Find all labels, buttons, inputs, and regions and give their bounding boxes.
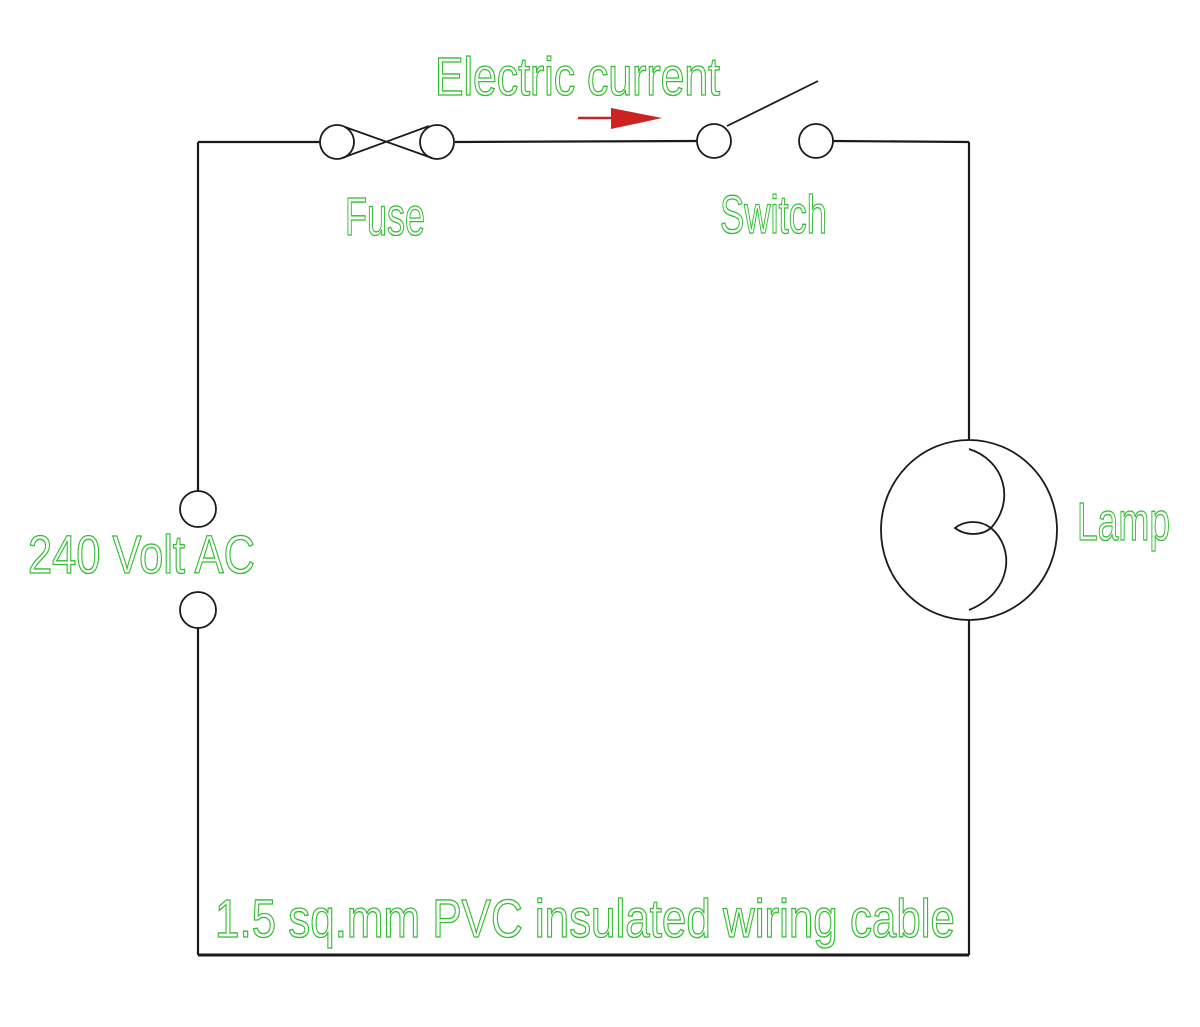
- wire-top-right-segment: [832, 139, 970, 144]
- labels: Electric current Fuse Switch 240 Volt AC…: [27, 46, 1170, 949]
- switch-symbol: [696, 80, 834, 159]
- ac-source-terminal-top: [179, 490, 217, 528]
- fuse-element-line-1: [344, 126, 433, 159]
- ac-source-terminal-bottom: [179, 591, 217, 629]
- wire-top-middle-segment: [454, 139, 698, 144]
- label-switch: Switch: [720, 185, 827, 245]
- switch-terminal-left: [696, 123, 732, 159]
- fuse-element-line-2: [341, 125, 430, 159]
- switch-lever: [726, 80, 819, 127]
- lamp-filament-lower-arc: [968, 527, 1008, 611]
- lamp-symbol: [880, 439, 1058, 621]
- lamp-filament-upper-arc: [968, 448, 1006, 529]
- label-voltage-source: 240 Volt AC: [28, 525, 255, 585]
- label-electric-current: Electric current: [435, 47, 720, 107]
- label-wiring-cable: 1.5 sq.mm PVC insulated wiring cable: [215, 889, 955, 949]
- label-fuse: Fuse: [345, 187, 425, 247]
- lamp-bulb-outline: [880, 439, 1058, 621]
- label-lamp: Lamp: [1077, 492, 1170, 552]
- fuse-terminal-left: [319, 124, 355, 160]
- fuse-symbol: [319, 124, 455, 160]
- ac-source-symbol: [179, 490, 217, 629]
- current-direction-arrow: [578, 108, 662, 129]
- lamp-filament-leaf: [953, 521, 992, 535]
- switch-terminal-right: [798, 123, 834, 159]
- wiring-loop: [196, 139, 971, 957]
- arrow-head-right-icon: [611, 108, 662, 129]
- fuse-terminal-right: [419, 124, 455, 160]
